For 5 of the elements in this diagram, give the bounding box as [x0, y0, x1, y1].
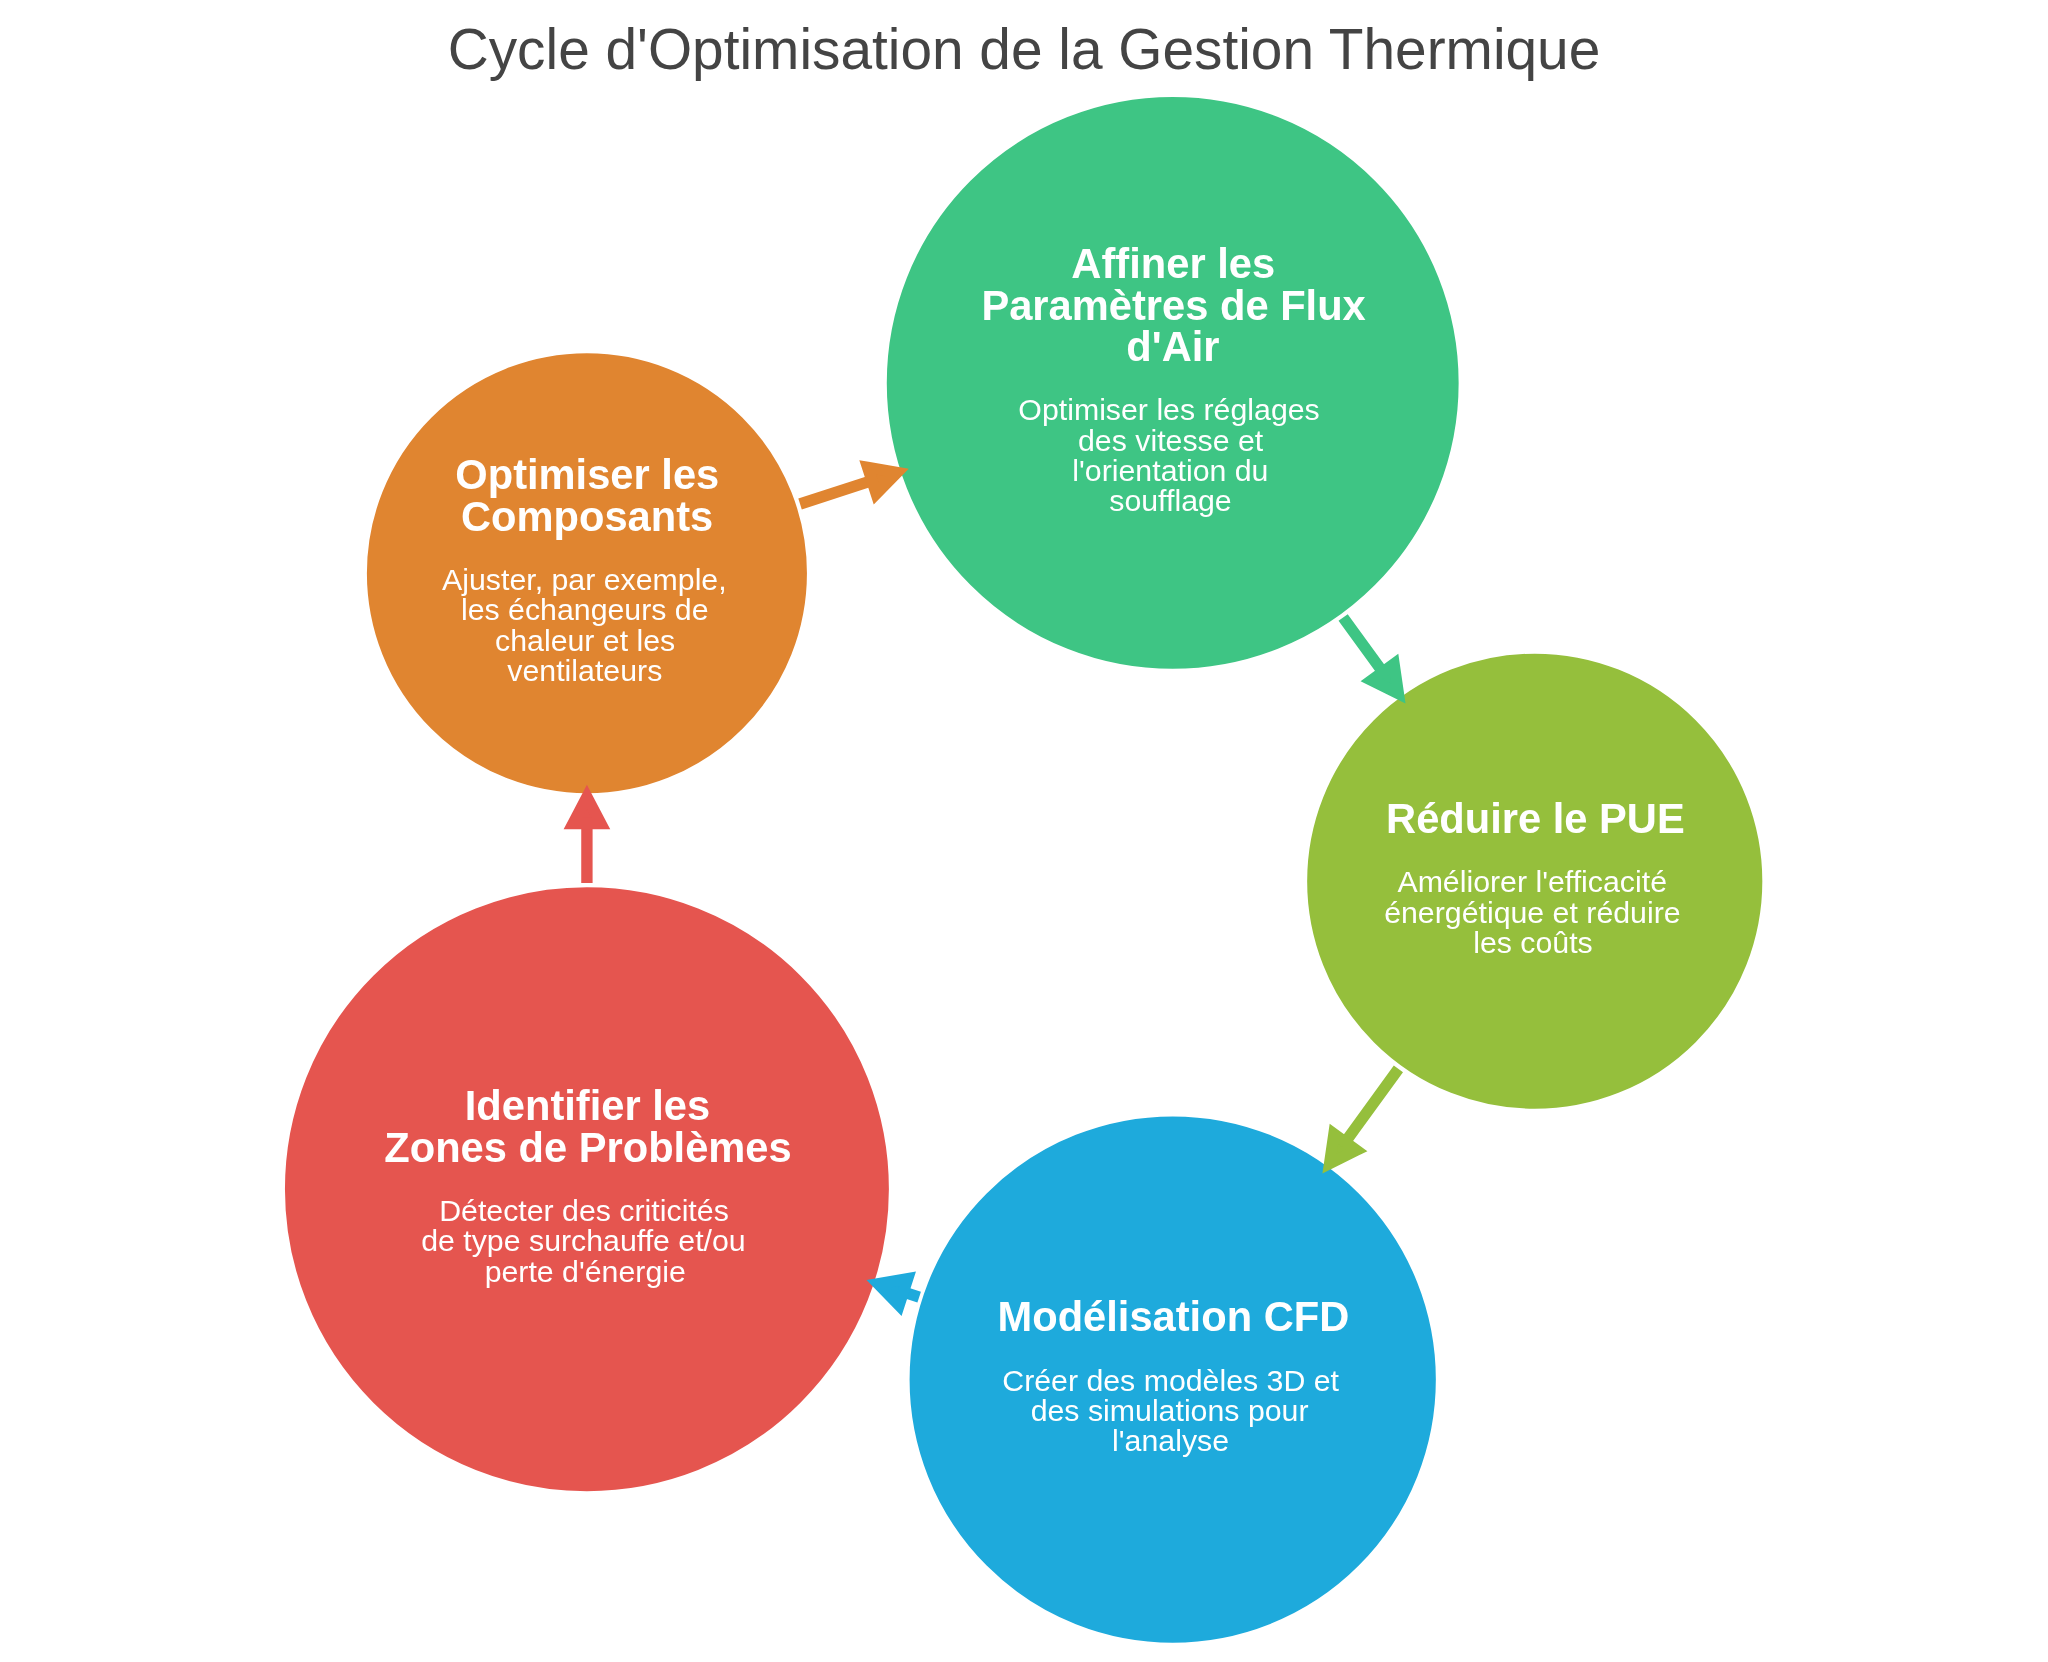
arrow: [563, 784, 611, 883]
arrow: [1338, 614, 1406, 704]
arrow: [798, 460, 909, 510]
diagram-title: Cycle d'Optimisation de la Gestion Thermique: [447, 18, 1601, 82]
arrow: [1322, 1065, 1403, 1174]
